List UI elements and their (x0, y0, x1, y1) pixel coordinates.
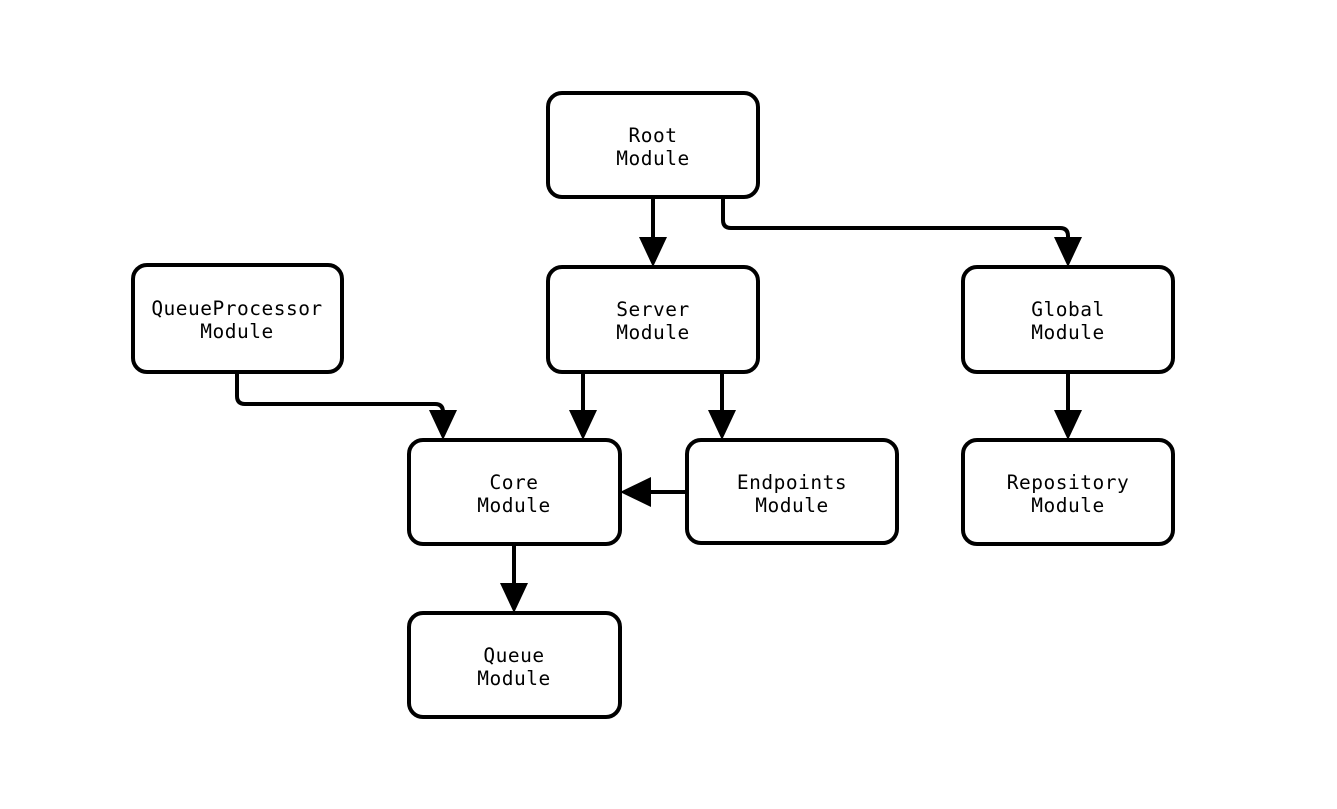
node-core-module-label-line1: Core (490, 471, 539, 494)
node-repository-module-label-line2: Module (1031, 494, 1104, 517)
node-endpoints-module-box[interactable] (685, 438, 899, 545)
arrow-head-server-to-core (569, 410, 597, 440)
edge-server-to-endpoints (708, 372, 736, 440)
edge-queueprocessor-to-core-line (235, 372, 445, 420)
edge-core-to-queue (500, 544, 528, 613)
node-endpoints-module[interactable]: Endpoints Module (685, 438, 899, 545)
node-root-module-label-line1: Root (629, 124, 678, 147)
arrow-head-queueprocessor-to-core (429, 410, 457, 440)
node-global-module[interactable]: Global Module (961, 265, 1175, 374)
node-root-module-box[interactable] (546, 91, 760, 199)
edge-global-to-repository (1054, 372, 1082, 440)
node-queueprocessor-module[interactable]: QueueProcessor Module (131, 263, 344, 374)
nodes-layer: Root Module QueueProcessor Module Server… (131, 91, 1175, 719)
node-core-module-label-line2: Module (477, 494, 550, 517)
node-queueprocessor-module-label-line2: Module (200, 320, 273, 343)
arrow-head-root-to-server (639, 237, 667, 267)
arrow-head-endpoints-to-core (620, 477, 651, 507)
edge-endpoints-to-core (620, 477, 687, 507)
node-queueprocessor-module-box[interactable] (131, 263, 344, 374)
node-server-module-label-line2: Module (616, 321, 689, 344)
node-queue-module-label-line2: Module (477, 667, 550, 690)
node-queue-module[interactable]: Queue Module (407, 611, 622, 719)
edge-root-to-server (639, 197, 667, 267)
node-queueprocessor-module-label-line1: QueueProcessor (151, 297, 322, 320)
node-endpoints-module-label-line1: Endpoints (737, 471, 847, 494)
node-root-module-label-line2: Module (616, 147, 689, 170)
edge-root-to-global (721, 197, 1082, 267)
node-root-module[interactable]: Root Module (546, 91, 760, 199)
node-queue-module-box[interactable] (407, 611, 622, 719)
edge-queueprocessor-to-core (235, 372, 457, 440)
arrow-head-server-to-endpoints (708, 410, 736, 440)
node-server-module-box[interactable] (546, 265, 760, 374)
arrow-head-core-to-queue (500, 583, 528, 613)
node-core-module[interactable]: Core Module (407, 438, 622, 546)
edge-root-to-global-line (721, 197, 1070, 247)
node-server-module[interactable]: Server Module (546, 265, 760, 374)
edges-layer (235, 197, 1082, 613)
node-server-module-label-line1: Server (616, 298, 689, 321)
edge-server-to-core (569, 372, 597, 440)
node-repository-module-box[interactable] (961, 438, 1175, 546)
arrow-head-root-to-global (1054, 237, 1082, 267)
node-core-module-box[interactable] (407, 438, 622, 546)
node-global-module-label-line1: Global (1031, 298, 1104, 321)
arrow-head-global-to-repository (1054, 410, 1082, 440)
node-repository-module-label-line1: Repository (1007, 471, 1129, 494)
node-queue-module-label-line1: Queue (483, 644, 544, 667)
node-global-module-label-line2: Module (1031, 321, 1104, 344)
node-endpoints-module-label-line2: Module (755, 494, 828, 517)
node-global-module-box[interactable] (961, 265, 1175, 374)
node-repository-module[interactable]: Repository Module (961, 438, 1175, 546)
